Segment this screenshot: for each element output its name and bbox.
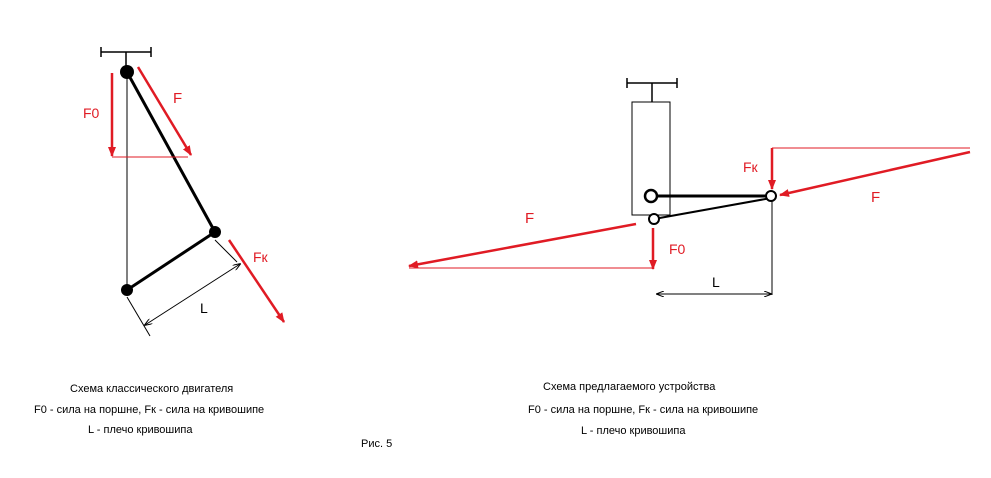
- left-f-label: F: [173, 90, 182, 107]
- left-caption-forces: F0 - сила на поршне, Fк - сила на кривош…: [34, 404, 265, 416]
- right-crank-pin: [765, 190, 777, 202]
- right-lower-pin: [648, 213, 660, 225]
- right-caption-title: Схема предлагаемого устройства: [543, 381, 716, 393]
- left-l-label: L: [200, 300, 208, 316]
- right-f0-label: F0: [669, 241, 686, 257]
- right-caption-lever: L - плечо кривошипа: [581, 425, 686, 437]
- left-fk-arrow: [227, 239, 286, 323]
- right-f-label: F: [871, 189, 880, 206]
- left-l-extension-2: [214, 239, 238, 263]
- right-fk-label: Fк: [743, 159, 759, 175]
- left-caption-title: Схема классического двигателя: [70, 383, 234, 395]
- right-upper-pin: [643, 188, 659, 204]
- right-guide-bracket: [626, 78, 678, 102]
- left-f0-label: F0: [83, 105, 100, 121]
- left-piston-pin: [120, 65, 134, 79]
- right-f-arrow: [779, 150, 971, 197]
- left-crank-arm: [126, 230, 216, 292]
- left-crank-pin: [209, 226, 221, 238]
- left-caption-lever: L - плечо кривошипа: [88, 424, 193, 436]
- left-f-arrow: [136, 66, 193, 156]
- figure-caption: Рис. 5: [361, 438, 393, 450]
- left-crankshaft-center: [121, 284, 133, 296]
- left-connecting-rod: [125, 71, 217, 233]
- left-l-dimension-line: [145, 264, 240, 325]
- right-slanted-rod: [653, 197, 772, 220]
- left-pointing-f-arrow: [408, 222, 637, 269]
- proposed-device-scheme: Fк F F F0 L: [408, 78, 971, 295]
- right-l-label: L: [712, 274, 720, 290]
- classic-engine-scheme: F0 F Fк L: [83, 47, 286, 337]
- right-caption-forces: F0 - сила на поршне, Fк - сила на кривош…: [528, 404, 759, 416]
- right-left-f-label: F: [525, 210, 534, 227]
- left-l-extension-1: [126, 296, 151, 337]
- left-fk-label: Fк: [253, 249, 269, 265]
